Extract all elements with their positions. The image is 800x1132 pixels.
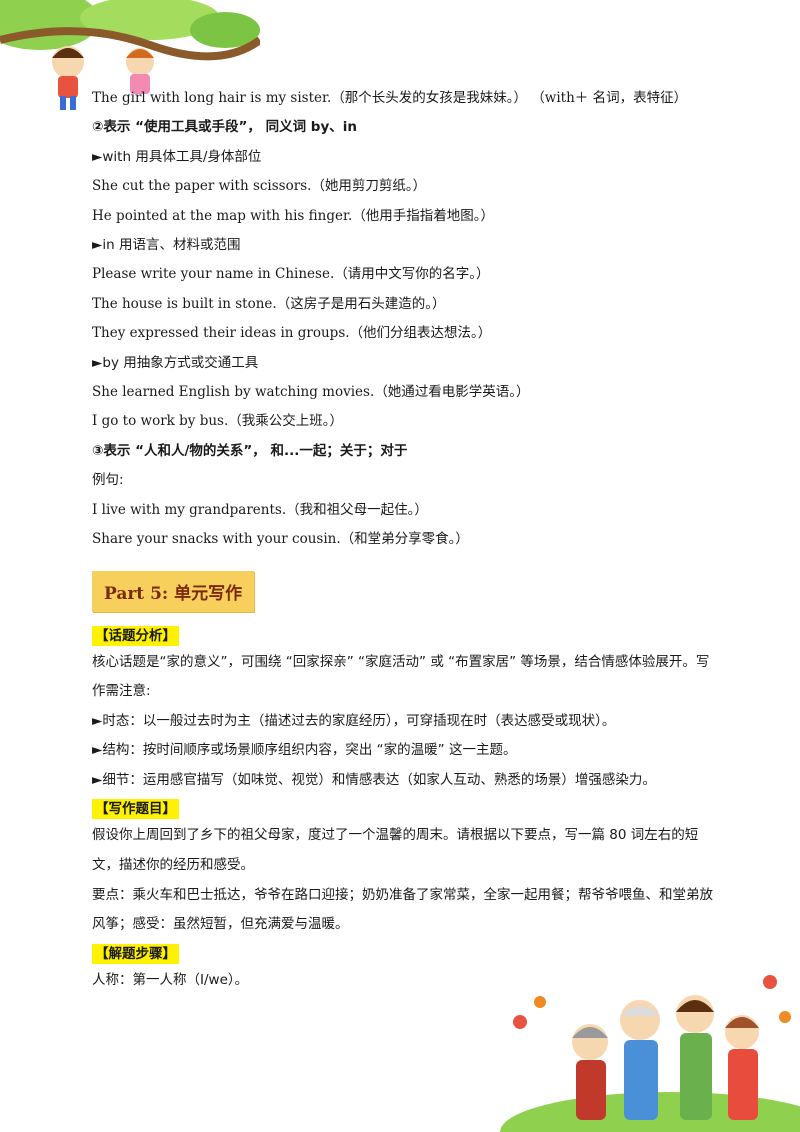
usage-heading-relation: ③表示 “人和人/物的关系”， 和...一起；关于；对于 bbox=[92, 442, 408, 459]
example-sentence: She cut the paper with scissors.（她用剪刀剪纸。… bbox=[92, 178, 427, 195]
usage-subheading-with: ►with 用具体工具/身体部位 bbox=[92, 148, 262, 165]
section-tag-writing-prompt: 【写作题目】 bbox=[92, 799, 179, 820]
example-sentence: The girl with long hair is my sister.（那个… bbox=[92, 90, 688, 106]
usage-subheading-in: ►in 用语言、材料或范围 bbox=[92, 237, 241, 254]
part-title: Part 5: 单元写作 bbox=[92, 570, 255, 612]
example-sentence: She learned English by watching movies.（… bbox=[92, 384, 530, 401]
example-sentence: I live with my grandparents.（我和祖父母一起住。） bbox=[92, 501, 428, 518]
solution-person: 人称：第一人称（I/we）。 bbox=[92, 971, 249, 988]
example-sentence: They expressed their ideas in groups.（他们… bbox=[92, 325, 492, 342]
usage-heading-tools: ②表示 “使用工具或手段”， 同义词 by、in bbox=[92, 119, 357, 136]
topic-point: ►结构：按时间顺序或场景顺序组织内容，突出 “家的温暖” 这一主题。 bbox=[92, 742, 517, 759]
example-sentence: Share your snacks with your cousin.（和堂弟分… bbox=[92, 531, 469, 548]
document-body: The girl with long hair is my sister.（那个… bbox=[92, 84, 722, 995]
topic-point: ►时态：以一般过去时为主（描述过去的家庭经历），可穿插现在时（表达感受或现状）。 bbox=[92, 712, 616, 729]
example-sentence: The house is built in stone.（这房子是用石头建造的。… bbox=[92, 295, 446, 312]
usage-subheading-by: ►by 用抽象方式或交通工具 bbox=[92, 354, 259, 371]
writing-key-points: 要点：乘火车和巴士抵达，爷爷在路口迎接；奶奶准备了家常菜，全家一起用餐；帮爷爷喂… bbox=[92, 886, 713, 933]
topic-intro: 核心话题是“家的意义”，可围绕 “回家探亲” “家庭活动” 或 “布置家居” 等… bbox=[92, 653, 710, 700]
example-sentence: He pointed at the map with his finger.（他… bbox=[92, 207, 494, 224]
topic-point: ►细节：运用感官描写（如味觉、视觉）和情感表达（如家人互动、熟悉的场景）增强感染… bbox=[92, 771, 656, 788]
examples-label: 例句: bbox=[92, 472, 124, 489]
section-tag-solution-steps: 【解题步骤】 bbox=[92, 943, 179, 964]
kids-on-branch-illustration bbox=[0, 0, 260, 110]
example-sentence: Please write your name in Chinese.（请用中文写… bbox=[92, 266, 490, 283]
family-illustration bbox=[500, 975, 800, 1132]
writing-prompt: 假设你上周回到了乡下的祖父母家，度过了一个温馨的周末。请根据以下要点，写一篇 8… bbox=[92, 827, 699, 874]
section-tag-topic-analysis: 【话题分析】 bbox=[92, 625, 179, 646]
example-sentence: I go to work by bus.（我乘公交上班。） bbox=[92, 413, 344, 430]
